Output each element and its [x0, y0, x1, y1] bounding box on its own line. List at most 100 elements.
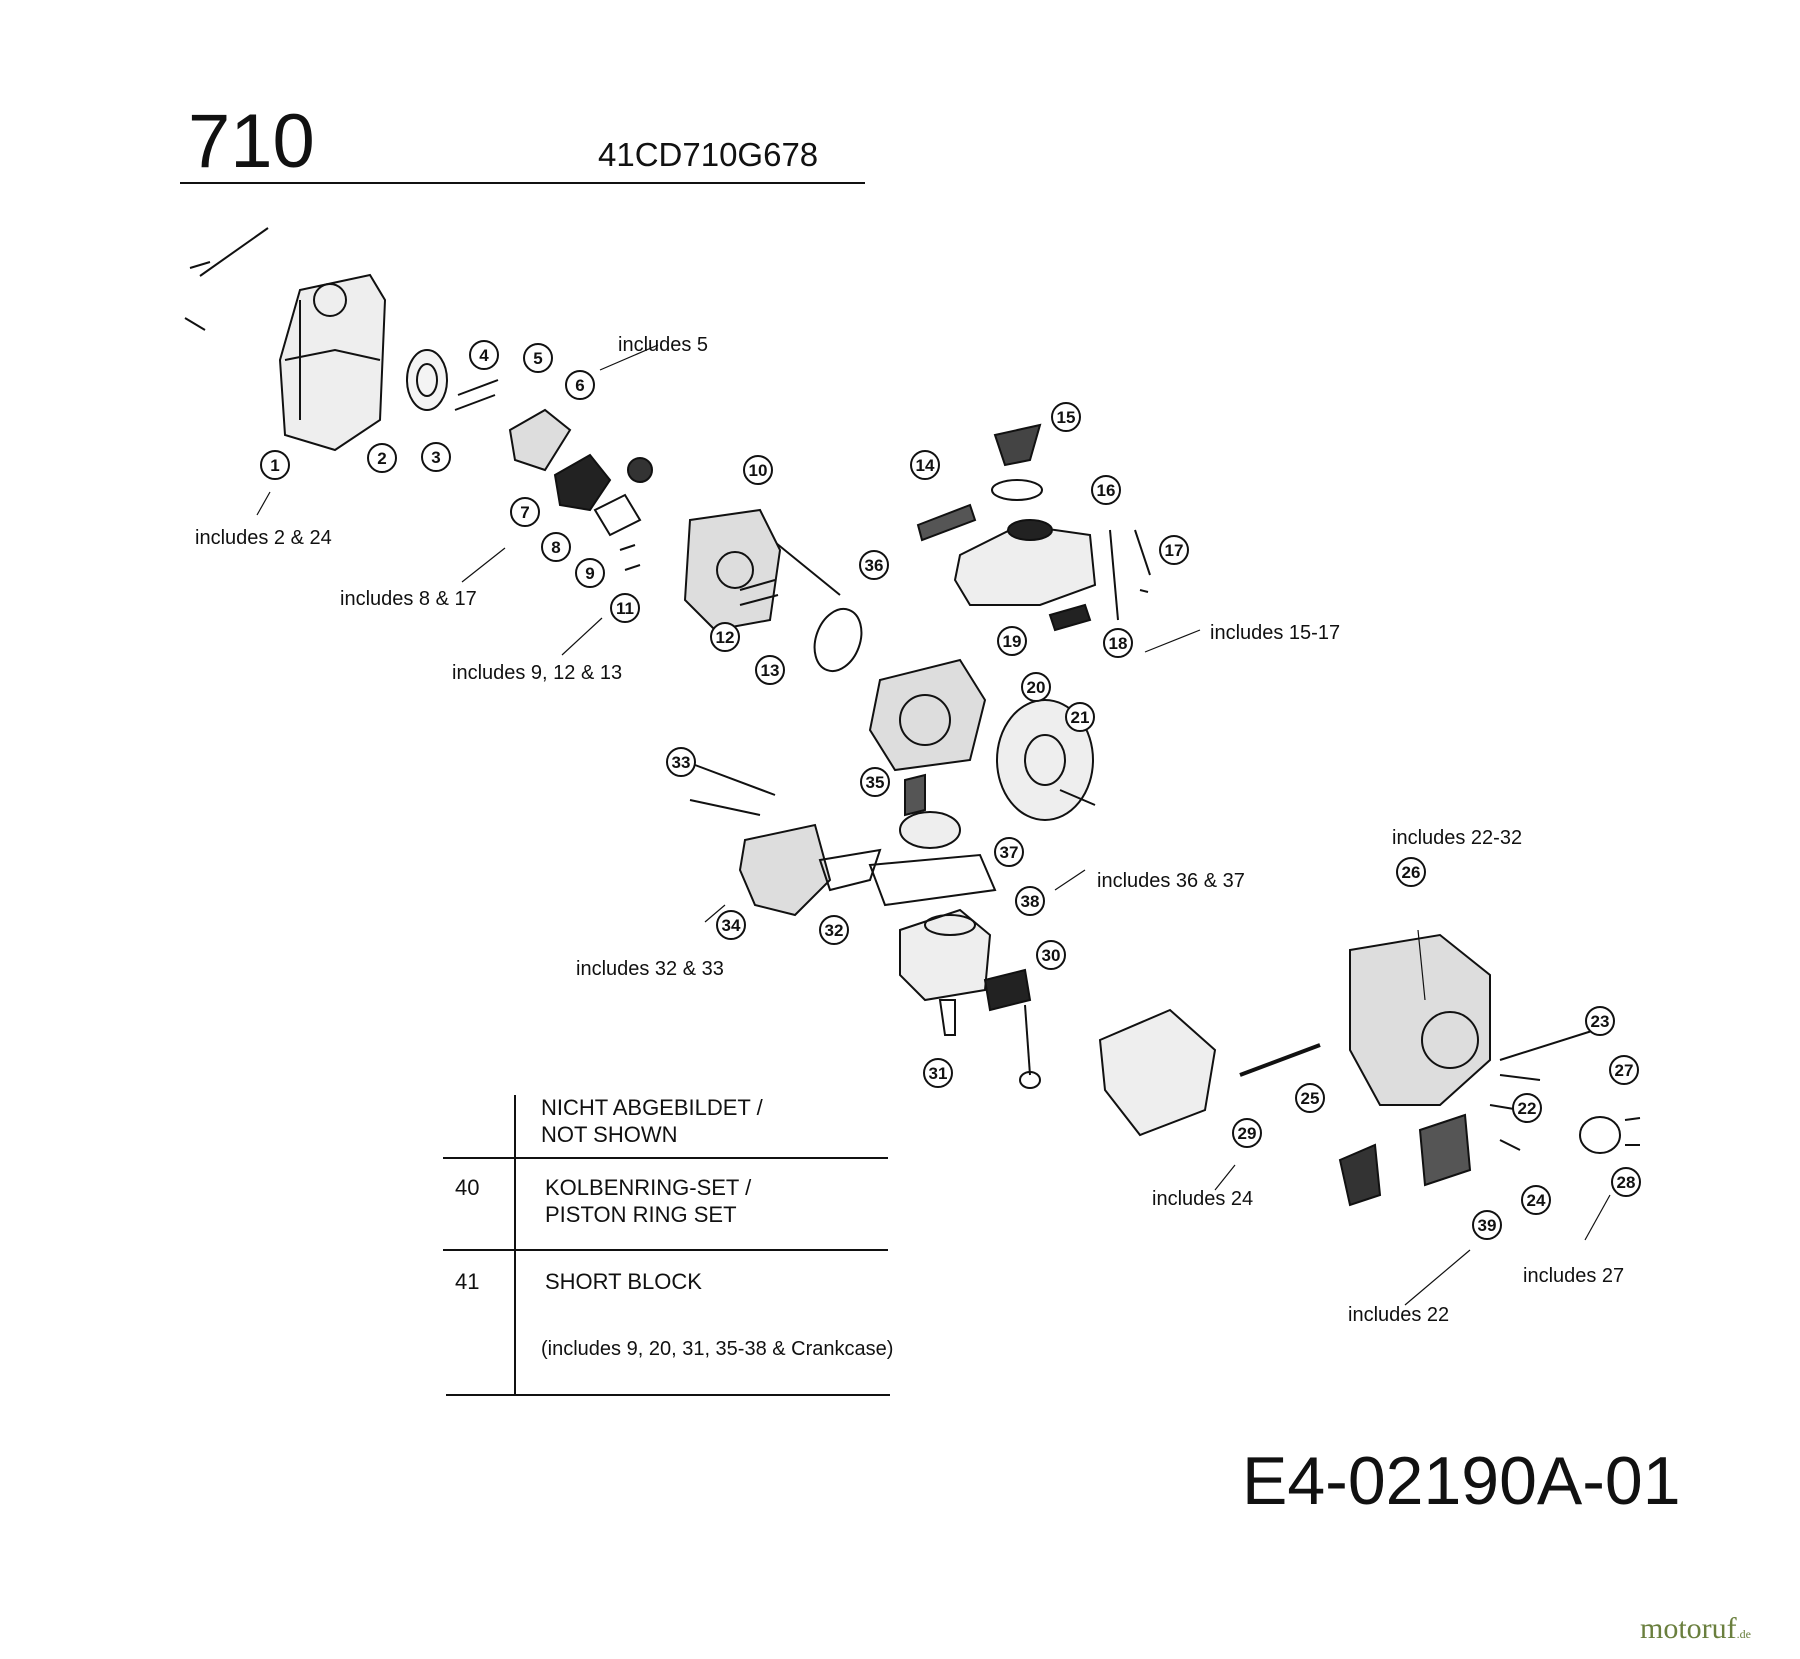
callout-19: 19: [997, 626, 1027, 656]
callout-circle: [1232, 1118, 1262, 1148]
note-includes-24: includes 24: [1152, 1188, 1254, 1210]
not-shown-row-num: 41: [455, 1269, 480, 1294]
callout-number: 13: [761, 661, 780, 680]
not-shown-row-desc: KOLBENRING-SET / PISTON RING SET: [545, 1174, 751, 1228]
callout-circle: [1159, 535, 1189, 565]
callout-circle: [469, 340, 499, 370]
callout-circle: [260, 450, 290, 480]
callout-number: 10: [749, 461, 768, 480]
callout-35: 35: [860, 767, 890, 797]
brand-name: motoruf: [1640, 1612, 1737, 1645]
callout-number: 17: [1165, 541, 1184, 560]
callout-circle: [1103, 628, 1133, 658]
callout-circle: [421, 442, 451, 472]
callout-number: 39: [1478, 1216, 1497, 1235]
callout-number: 23: [1591, 1012, 1610, 1031]
callout-circle: [710, 622, 740, 652]
callout-number: 33: [672, 753, 691, 772]
note-includes-32-33: includes 32 & 33: [576, 958, 724, 980]
callout-number: 15: [1057, 408, 1076, 427]
note-includes-36-37: includes 36 & 37: [1097, 870, 1245, 892]
callout-number: 38: [1021, 892, 1040, 911]
brand-watermark: motoruf.de: [1640, 1612, 1751, 1646]
callout-circle: [1295, 1083, 1325, 1113]
not-shown-row-num: 40: [455, 1175, 480, 1200]
callout-number: 30: [1042, 946, 1061, 965]
callout-circle: [1611, 1167, 1641, 1197]
callout-number: 16: [1097, 481, 1116, 500]
callout-number: 29: [1238, 1124, 1257, 1143]
callout-13: 13: [755, 655, 785, 685]
note-includes-22-32: includes 22-32: [1392, 827, 1523, 849]
callout-22: 22: [1512, 1093, 1542, 1123]
callout-number: 3: [431, 448, 440, 467]
callout-37: 37: [994, 837, 1024, 867]
callout-number: 28: [1617, 1173, 1636, 1192]
callout-23: 23: [1585, 1006, 1615, 1036]
callout-number: 12: [716, 628, 735, 647]
callout-24: 24: [1521, 1185, 1551, 1215]
callout-number: 19: [1003, 632, 1022, 651]
callout-circle: [367, 443, 397, 473]
callout-circle: [1015, 886, 1045, 916]
not-shown-row-note: (includes 9, 20, 31, 35-38 & Crankcase): [541, 1338, 894, 1360]
callout-number: 14: [916, 456, 935, 475]
callout-circle: [859, 550, 889, 580]
model-number: 710: [188, 99, 315, 184]
callout-number: 1: [270, 456, 279, 475]
callout-circle: [994, 837, 1024, 867]
callout-circle: [523, 343, 553, 373]
callout-number: 11: [616, 599, 634, 618]
not-shown-heading-line1: NICHT ABGEBILDET /: [541, 1095, 763, 1120]
callout-circle: [997, 626, 1027, 656]
note-includes-9-12-13: includes 9, 12 & 13: [452, 662, 623, 684]
callout-17: 17: [1159, 535, 1189, 565]
document-code: E4-02190A-01: [1242, 1443, 1681, 1519]
callout-number: 8: [551, 538, 560, 557]
not-shown-row-desc-line1: KOLBENRING-SET /: [545, 1175, 752, 1200]
callout-circle: [716, 910, 746, 940]
callout-2: 2: [367, 443, 397, 473]
callout-number: 4: [479, 346, 489, 365]
callout-36: 36: [859, 550, 889, 580]
callout-circle: [1521, 1185, 1551, 1215]
callout-circle: [1472, 1210, 1502, 1240]
callout-20: 20: [1021, 672, 1051, 702]
callout-14: 14: [910, 450, 940, 480]
callout-number: 34: [722, 916, 741, 935]
callout-number: 26: [1402, 863, 1421, 882]
callout-30: 30: [1036, 940, 1066, 970]
callout-4: 4: [469, 340, 499, 370]
note-includes-15-17: includes 15-17: [1210, 622, 1341, 644]
callout-7: 7: [510, 497, 540, 527]
callout-circle: [819, 915, 849, 945]
callout-number: 20: [1027, 678, 1046, 697]
callout-number: 24: [1527, 1191, 1546, 1210]
callout-9: 9: [575, 558, 605, 588]
callout-number: 25: [1301, 1089, 1320, 1108]
callout-5: 5: [523, 343, 553, 373]
callout-12: 12: [710, 622, 740, 652]
callout-33: 33: [666, 747, 696, 777]
callout-number: 21: [1071, 708, 1090, 727]
callout-circle: [1065, 702, 1095, 732]
note-includes-27: includes 27: [1523, 1265, 1625, 1287]
callout-number: 36: [865, 556, 884, 575]
brand-tld: .de: [1736, 1627, 1751, 1641]
callout-number: 35: [866, 773, 885, 792]
callout-number: 37: [1000, 843, 1019, 862]
callout-circle: [610, 593, 640, 623]
callout-8: 8: [541, 532, 571, 562]
callout-circle: [1021, 672, 1051, 702]
callout-number: 31: [929, 1064, 948, 1083]
callout-circle: [541, 532, 571, 562]
callout-34: 34: [716, 910, 746, 940]
not-shown-heading: NICHT ABGEBILDET / NOT SHOWN: [541, 1094, 763, 1148]
callout-32: 32: [819, 915, 849, 945]
callout-number: 27: [1615, 1061, 1634, 1080]
callout-number: 7: [520, 503, 529, 522]
note-includes-2-24: includes 2 & 24: [195, 527, 332, 549]
callout-39: 39: [1472, 1210, 1502, 1240]
